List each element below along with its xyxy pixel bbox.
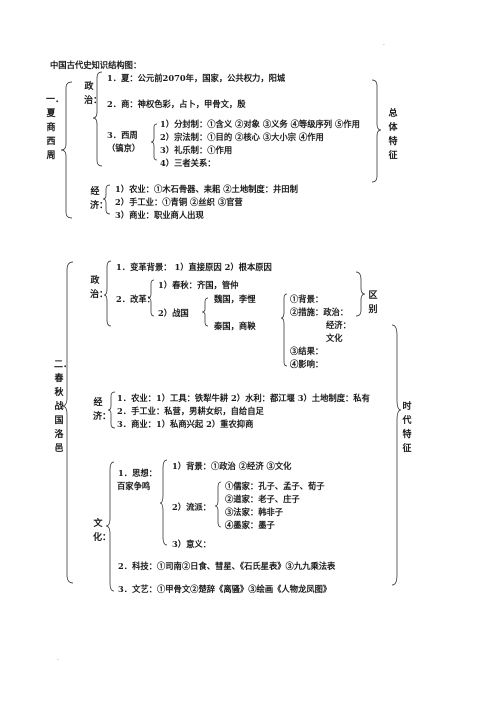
brace-p1-side: [371, 79, 382, 183]
part2-politics-label: 政治：: [90, 276, 109, 300]
corner-mark-top: .: [383, 40, 385, 47]
brace-p2-side: [391, 324, 402, 586]
part2-hundred-schools: 百家争鸣: [117, 481, 151, 491]
part1-economy-label: 经济：: [90, 187, 109, 211]
part2-q-measures: ②措施：政治：: [290, 307, 349, 317]
part1-relation: 4）三者关系：: [160, 158, 216, 168]
part1-xizhou-capital: （镐京）: [107, 143, 141, 153]
part1-fenfeng: 1）分封制：①含义 ②对象 ③义务 ④等级序列 ⑤作用: [160, 119, 360, 129]
brace-p2-reform: [147, 279, 155, 317]
part2-arts: 3．文艺：①甲骨文②楚辞《离骚》③绘画《人物龙凤图》: [118, 584, 332, 594]
corner-mark-bottom: .: [57, 655, 59, 662]
part2-wei: 魏国，李悝: [214, 294, 256, 304]
brace-p1-economy: [102, 184, 111, 215]
part2-qin: 秦国，商鞅: [214, 321, 256, 331]
part2-confucian: ①儒家：孔子、孟子、荀子: [225, 481, 325, 491]
part2-zhanguo: 2）战国: [158, 308, 189, 318]
page-heading: 中国古代史知识结构图：: [50, 60, 142, 70]
brace-p2-diff: [355, 271, 366, 317]
part2-difference: 区别: [368, 291, 378, 315]
part2-mohist: ④墨家：墨子: [225, 520, 275, 530]
brace-p2-economy: [107, 391, 116, 429]
part2-chunqiu: 1）春秋：齐国，管仲: [158, 280, 239, 290]
part2-handicraft: 2．手工业：私营，男耕女织，自给自足: [117, 406, 264, 416]
brace-p1-xizhou: [150, 123, 158, 161]
part2-q-impact: ④影响：: [290, 359, 324, 369]
part2-thought-background: 1）背景：①政治 ②经济 ③文化: [172, 461, 292, 471]
part1-xia: 1．夏：公元前2070年，国家，公共权力，阳城: [107, 73, 286, 83]
part2-commerce: 3．商业：1）私商兴起 2）重农抑商: [117, 419, 254, 429]
part2-side-note: 时代特征: [402, 402, 412, 454]
brace-p2-culture: [105, 461, 115, 592]
brace-p1-politics: [92, 71, 103, 167]
part2-thought: 1．思想：: [118, 468, 157, 478]
part2-economy-label: 经济：: [93, 398, 112, 422]
part1-liyue: 3）礼乐制：①作用: [160, 145, 233, 155]
part2-technology: 2．科技：①司南②日食、彗星、《石氏星表》③九九乘法表: [118, 561, 336, 571]
part2-significance: 3）意义：: [172, 539, 211, 549]
brace-p2-politics: [103, 260, 112, 327]
part2-q-economy: 经济：: [326, 320, 351, 330]
brace-p2-qin: [280, 293, 288, 367]
part2-schools: 2）流派：: [172, 502, 211, 512]
brace-part1: [60, 81, 73, 219]
part2-agriculture: 1．农业：1）工具：铁犁牛耕 2）水利：都江堰 3）土地制度：私有: [117, 393, 370, 403]
part1-politics-label: 政治：: [84, 82, 103, 106]
part2-q-result: ③结果：: [290, 346, 324, 356]
part1-shang: 2．商：神权色彩，占卜，甲骨文，殷: [107, 99, 246, 109]
part1-handicraft: 2）手工业：①青铜 ②丝织 ③官营: [115, 197, 243, 207]
brace-p2-schools: [214, 481, 222, 528]
part2-daoist: ②道家：老子、庄子: [225, 494, 300, 504]
brace-part2: [61, 261, 74, 584]
brace-p2-zhanguo: [201, 297, 209, 327]
part2-title: 二．春秋战国洛邑: [54, 360, 73, 454]
part2-culture-label: 文化：: [93, 519, 112, 543]
part1-title: 一．夏商西周: [46, 95, 65, 161]
part1-commerce: 3）商业：职业商人出现: [115, 210, 204, 220]
part1-zongfa: 2）宗法制：①目的 ②核心 ③大小宗 ④作用: [160, 132, 324, 142]
part2-background: 1．变革背景： 1）直接原因 2）根本原因: [116, 262, 272, 272]
part2-legalist: ③法家：韩非子: [225, 507, 284, 517]
part1-agriculture: 1）农业：①木石骨器、耒耜 ②土地制度：井田制: [115, 184, 298, 194]
part2-reform: 2．改革：: [116, 294, 155, 304]
part2-q-culture: 文化: [326, 333, 343, 343]
part2-q-background: ①背景：: [290, 294, 324, 304]
brace-p2-thought: [159, 459, 168, 546]
part1-side-note: 总体特征: [388, 109, 398, 161]
part1-xizhou: 3．西周: [107, 130, 138, 140]
